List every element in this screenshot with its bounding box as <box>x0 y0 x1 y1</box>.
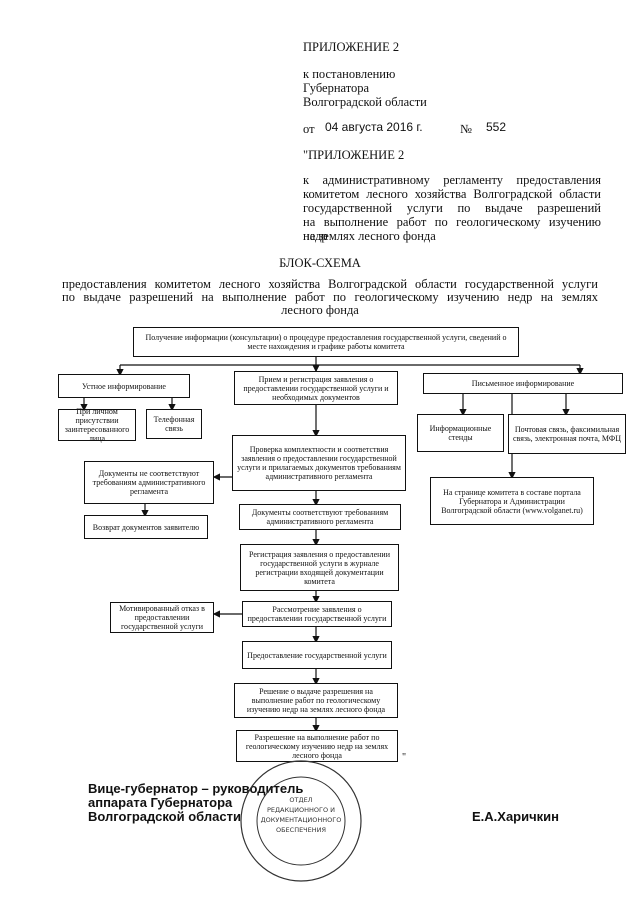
regulation-line-2: комитетом лесного хозяйства Волгоградско… <box>303 187 601 201</box>
official-stamp-seal: ОТДЕЛ РЕДАКЦИОННОГО И ДОКУМЕНТАЦИОННОГО … <box>240 760 362 882</box>
box-check-documents: Проверка комплектности и соответствия за… <box>232 435 406 491</box>
box-motivated-refusal: Мотивированный отказ в предоставлении го… <box>110 602 214 633</box>
box-register-application: Регистрация заявления о предоставлении г… <box>240 544 399 591</box>
box-written-informing: Письменное информирование <box>423 373 623 394</box>
box-oral-informing: Устное информирование <box>58 374 190 398</box>
box-permit-decision: Решение о выдаче разрешения на выполнени… <box>234 683 398 718</box>
closing-quote: " <box>402 752 407 763</box>
resolution-line-2: Губернатора <box>303 81 370 95</box>
box-reception-registration: Прием и регистрация заявления о предоста… <box>234 371 398 405</box>
subtitle-line-3: лесного фонда <box>281 303 359 317</box>
signer-name: Е.А.Харичкин <box>472 809 560 824</box>
regulation-line-3: государственной услуги по выдаче разреше… <box>303 201 601 215</box>
stamp-line-2: РЕДАКЦИОННОГО И <box>267 806 335 814</box>
box-docs-not-match: Документы не соответствуют требованиям а… <box>84 461 214 504</box>
resolution-line-1: к постановлению <box>303 67 396 81</box>
subtitle-line-2: по выдаче разрешений на выполнение работ… <box>62 290 598 304</box>
stamp-line-3: ДОКУМЕНТАЦИОННОГО <box>261 816 342 824</box>
date-prefix: от <box>303 122 315 136</box>
resolution-date: 04 августа 2016 г. <box>325 120 423 134</box>
number-prefix: № <box>460 122 472 136</box>
stamp-line-4: ОБЕСПЕЧЕНИЯ <box>276 826 326 834</box>
signer-position-3: Волгоградской области <box>88 809 241 824</box>
stamp-line-1: ОТДЕЛ <box>289 796 312 804</box>
subtitle-line-1: предоставления комитетом лесного хозяйст… <box>62 277 598 291</box>
box-review-application: Рассмотрение заявления о предоставлении … <box>242 601 392 627</box>
box-get-information: Получение информации (консультации) о пр… <box>133 327 519 357</box>
box-service-provision: Предоставление государственной услуги <box>242 641 392 669</box>
box-docs-match: Документы соответствуют требованиям адми… <box>239 504 401 530</box>
resolution-line-3: Волгоградской области <box>303 95 427 109</box>
box-personal-visit: При личном присутствии заинтересованного… <box>58 407 136 443</box>
regulation-line-1: к административному регламенту предостав… <box>303 173 601 187</box>
resolution-number: 552 <box>486 120 507 134</box>
box-website: На странице комитета в составе портала Г… <box>430 477 594 525</box>
box-return-documents: Возврат документов заявителю <box>84 515 208 539</box>
box-post-fax-email: Почтовая связь, факсимильная связь, элек… <box>508 414 626 454</box>
box-phone: Телефонная связь <box>146 409 202 439</box>
regulation-line-4: на выполнение работ по геологическому из… <box>303 215 601 243</box>
box-info-stands: Информационные стенды <box>417 414 504 452</box>
box-permit: Разрешение на выполнение работ по геолог… <box>236 730 398 762</box>
appendix-label: ПРИЛОЖЕНИЕ 2 <box>303 40 400 54</box>
signer-position-2: аппарата Губернатора <box>88 795 233 810</box>
signer-position-1: Вице-губернатор – руководитель <box>88 781 304 796</box>
regulation-line-5: на землях лесного фонда <box>303 229 436 243</box>
appendix-quoted: "ПРИЛОЖЕНИЕ 2 <box>303 148 405 162</box>
page-title: БЛОК-СХЕМА <box>279 256 361 270</box>
